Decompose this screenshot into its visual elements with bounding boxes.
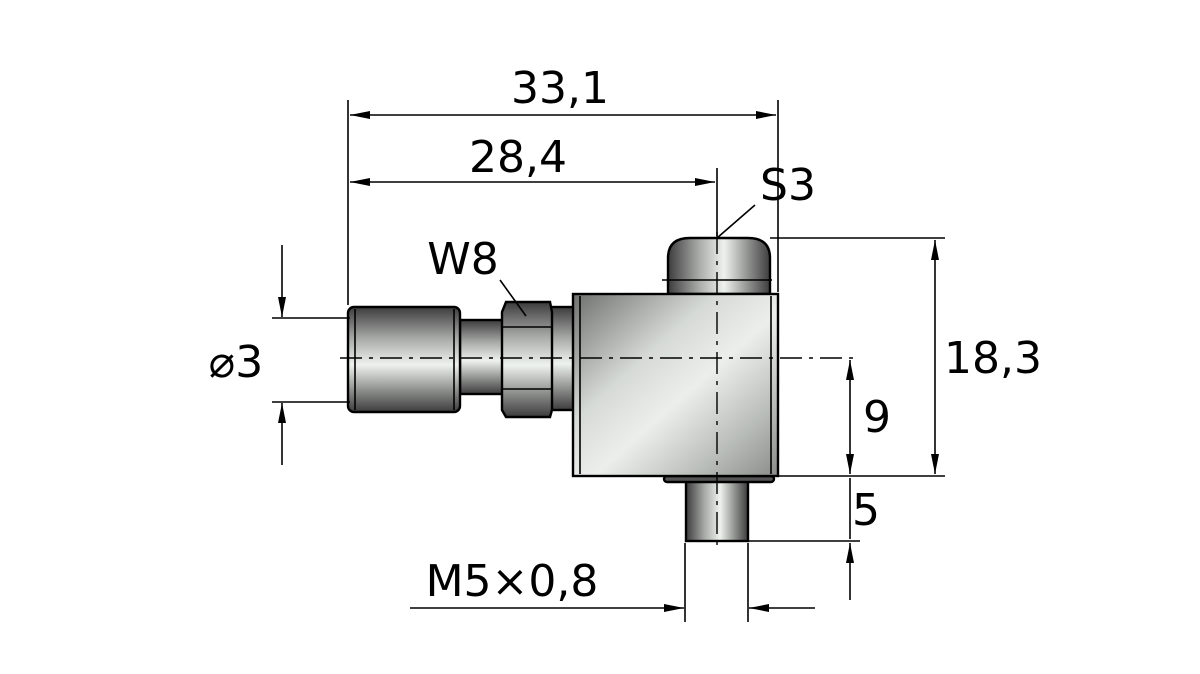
neck	[458, 318, 506, 396]
dim-overall-length: 33,1	[511, 63, 609, 114]
dim-thread: M5×0,8	[426, 556, 599, 607]
dim-thread-length: 5	[852, 485, 880, 536]
dimension-lines	[272, 100, 945, 622]
label-wrench-size: W8	[427, 234, 499, 285]
slotted-screw-cap	[666, 236, 772, 296]
dim-diameter: ⌀3	[209, 337, 263, 388]
center-lines	[340, 232, 860, 548]
angle-body	[571, 292, 780, 478]
dim-axis-height: 9	[863, 392, 891, 443]
dim-height: 18,3	[944, 333, 1042, 384]
label-slot-screw: S3	[760, 160, 816, 211]
hex-nut	[500, 300, 554, 419]
part	[346, 236, 780, 543]
dim-length-to-axis: 28,4	[469, 132, 567, 183]
cable-sleeve	[346, 305, 462, 414]
